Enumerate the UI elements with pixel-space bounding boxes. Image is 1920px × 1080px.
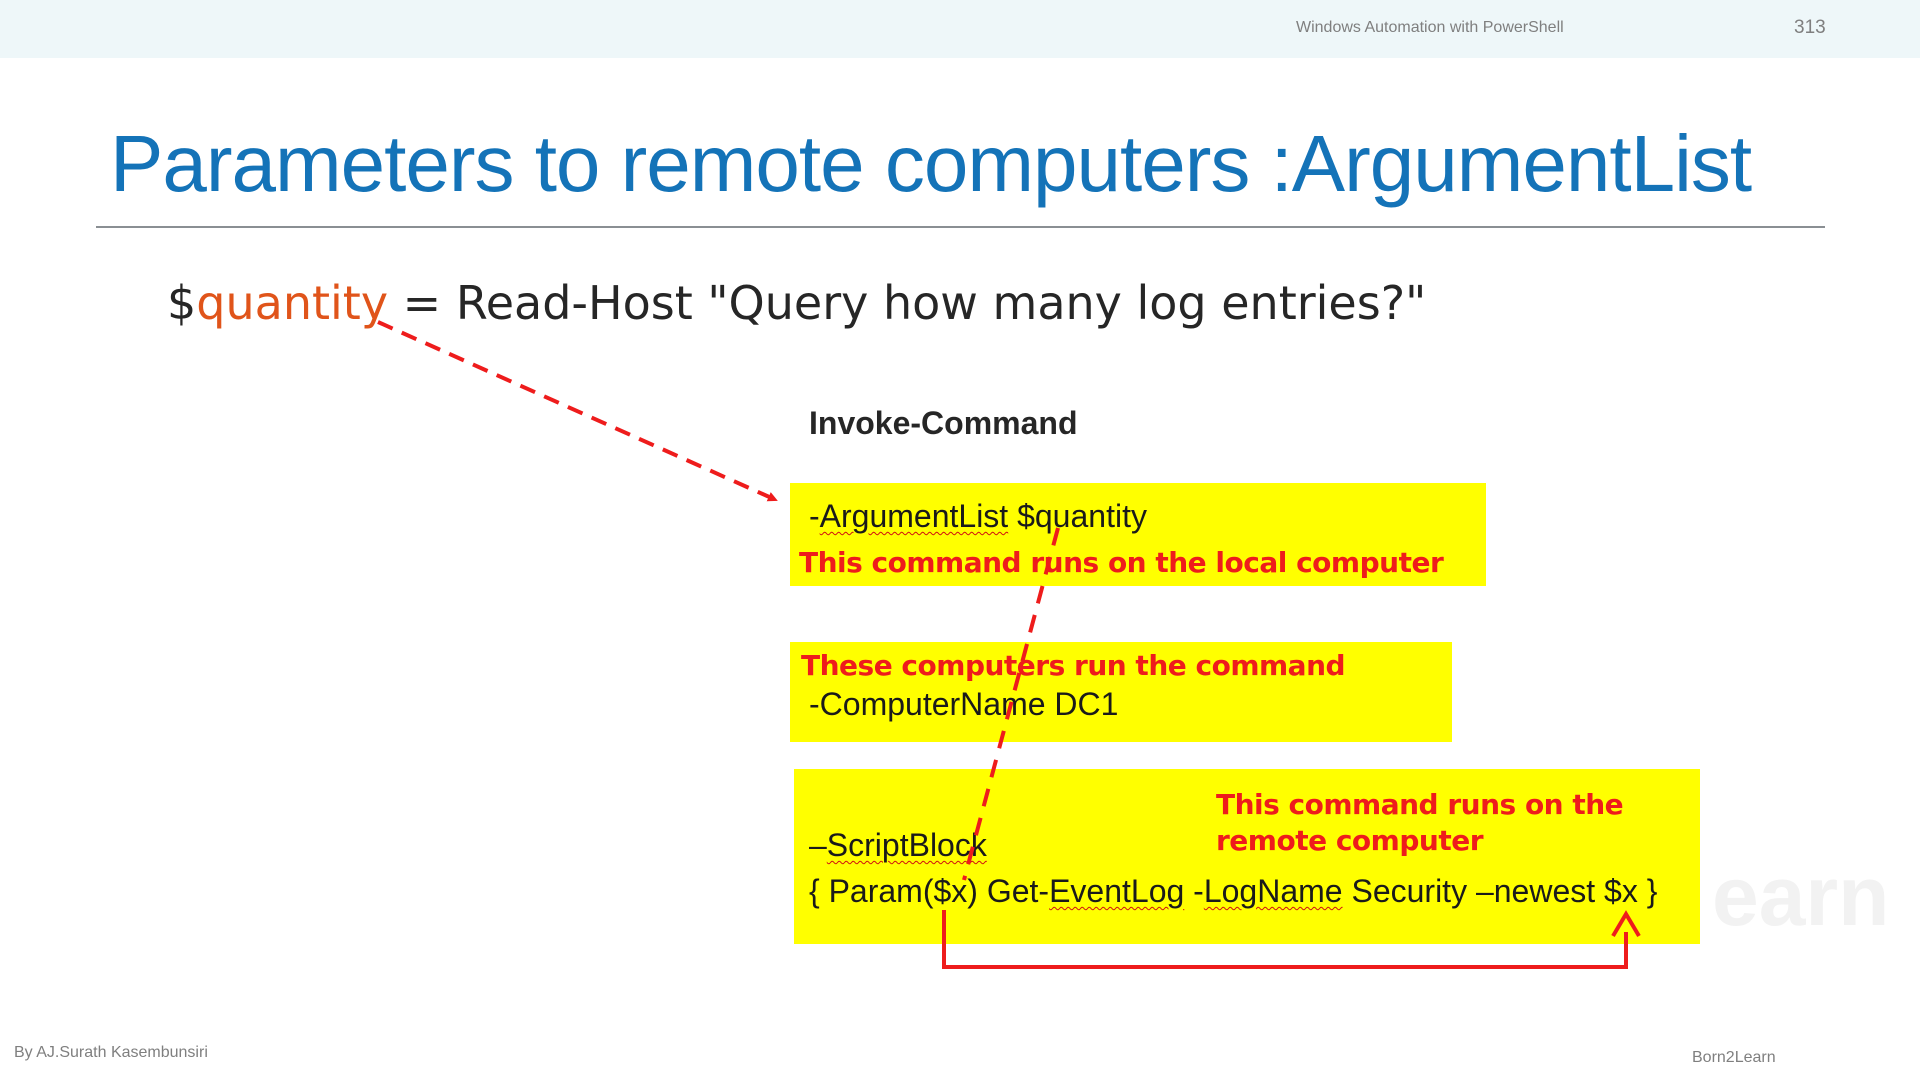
argumentlist-dash: -: [809, 498, 820, 534]
remote-computer-note-line2: remote computer: [1216, 824, 1484, 857]
computername-box: [790, 642, 1452, 742]
local-computer-note: This command runs on the local computer: [799, 546, 1444, 579]
computername-param: -ComputerName DC1: [809, 686, 1119, 722]
brand-footer: Born2Learn: [1692, 1049, 1776, 1066]
argumentlist-param: -ArgumentList $quantity: [809, 498, 1147, 535]
title-divider: [96, 226, 1825, 228]
code-param-x: { Param($x) Get-: [809, 873, 1050, 909]
header-subject: Windows Automation with PowerShell: [1296, 19, 1564, 36]
born2learn-watermark: earn: [1712, 849, 1890, 943]
argumentlist-value: $quantity: [1008, 498, 1147, 534]
scriptblock-param: –ScriptBlock: [809, 827, 987, 864]
scriptblock-code: { Param($x) Get-EventLog -LogName Securi…: [809, 873, 1657, 910]
scriptblock-dash: –: [809, 827, 827, 863]
argumentlist-name: ArgumentList: [819, 498, 1009, 534]
remote-computer-note-line1: This command runs on the: [1216, 788, 1624, 821]
header-band: [0, 0, 1920, 58]
computers-run-note: These computers run the command: [801, 649, 1346, 682]
argumentlist-box: [790, 483, 1486, 586]
invoke-command-label: Invoke-Command: [809, 405, 1078, 441]
quantity-variable: quantity: [196, 276, 389, 330]
code-cmdlet: EventLog: [1049, 873, 1185, 909]
code-dash: -: [1184, 873, 1204, 909]
code-tail: Security –newest $x }: [1342, 873, 1658, 909]
read-host-expression: = Read-Host "Query how many log entries?…: [388, 276, 1427, 330]
read-host-code-line: $quantity = Read-Host "Query how many lo…: [167, 276, 1426, 330]
page-number: 313: [1794, 17, 1826, 38]
slide-title: Parameters to remote computers :Argument…: [110, 119, 1752, 208]
dollar-sign: $: [167, 276, 197, 330]
code-logname: LogName: [1203, 873, 1343, 909]
author-credit: By AJ.Surath Kasembunsiri: [14, 1044, 208, 1061]
quantity-to-argumentlist-arrow: [377, 320, 778, 502]
scriptblock-name: ScriptBlock: [826, 827, 987, 863]
